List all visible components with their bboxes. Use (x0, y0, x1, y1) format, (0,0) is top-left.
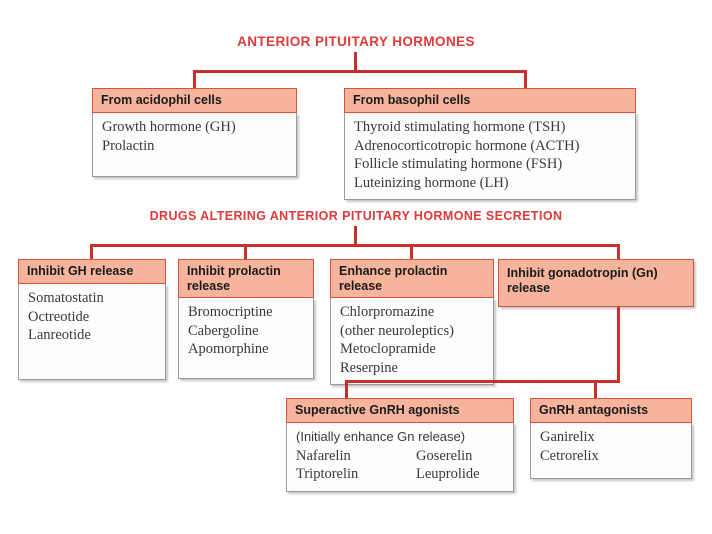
list-item: Chlorpromazine (340, 304, 435, 320)
list-item: Prolactin (102, 137, 155, 154)
page-title-anterior-pituitary-hormones: ANTERIOR PITUITARY HORMONES (237, 34, 475, 49)
connector-bus-title2 (90, 244, 620, 247)
connector-leg-acidophil (193, 70, 196, 90)
connector-stem-title1 (354, 52, 357, 72)
connector-bus-title1 (193, 70, 527, 73)
list-item: Ganirelix (540, 429, 595, 445)
list-item: Reserpine (340, 359, 398, 376)
box-header-inhibit-gh: Inhibit GH release (18, 259, 166, 284)
list-item: Octreotide (28, 308, 90, 325)
connector-stem-gonadotropin (617, 307, 620, 380)
box-from-acidophil-cells: From acidophil cells Growth hormone (GH)… (92, 88, 297, 177)
box-enhance-prolactin-release: Enhance prolactin release Chlorpromazine… (330, 259, 494, 385)
table-row: Triptorelin Leuprolide (296, 465, 505, 484)
connector-leg-gnrh-antagonists (594, 380, 597, 400)
box-superactive-gnrh-agonists: Superactive GnRH agonists (Initially enh… (286, 398, 514, 492)
list-item: Metoclopramide (340, 341, 436, 357)
list-item: Follicle stimulating hormone (FSH) (354, 156, 563, 172)
connector-bus-gnrh (345, 380, 620, 383)
box-inhibit-gh-release: Inhibit GH release Somatostatin Octreoti… (18, 259, 166, 380)
list-item: Somatostatin (28, 290, 104, 306)
box-body-gnrh-agonists: (Initially enhance Gn release) Nafarelin… (286, 423, 514, 492)
box-header-basophil: From basophil cells (344, 88, 636, 113)
list-item: Luteinizing hormone (LH) (354, 174, 509, 191)
box-body-inhibit-prolactin: Bromocriptine Cabergoline Apomorphine (178, 298, 314, 379)
gnrh-agonists-note: (Initially enhance Gn release) (296, 429, 466, 444)
table-row: Nafarelin Goserelin (296, 447, 505, 466)
list-item: Triptorelin (296, 466, 359, 482)
list-item: Nafarelin (296, 447, 351, 464)
list-item: Apomorphine (188, 341, 269, 357)
list-item: Thyroid stimulating hormone (TSH) (354, 119, 566, 135)
list-item: Leuprolide (416, 466, 480, 482)
box-body-acidophil: Growth hormone (GH) Prolactin (92, 113, 297, 177)
list-item: Lanreotide (28, 327, 91, 343)
box-header-enhance-prolactin: Enhance prolactin release (330, 259, 494, 298)
connector-leg-gnrh-agonists (345, 380, 348, 400)
list-item: Cetrorelix (540, 447, 599, 464)
list-item: Growth hormone (GH) (102, 119, 236, 135)
box-header-inhibit-gonadotropin: Inhibit gonadotropin (Gn) release (498, 259, 694, 307)
box-inhibit-gonadotropin-release: Inhibit gonadotropin (Gn) release (498, 259, 694, 307)
list-item: (other neuroleptics) (340, 322, 454, 339)
box-inhibit-prolactin-release: Inhibit prolactin release Bromocriptine … (178, 259, 314, 379)
connector-leg-inhibit-gh (90, 244, 93, 261)
box-header-gnrh-agonists: Superactive GnRH agonists (286, 398, 514, 423)
box-body-gnrh-antagonists: Ganirelix Cetrorelix (530, 423, 692, 479)
box-header-inhibit-prolactin: Inhibit prolactin release (178, 259, 314, 298)
connector-leg-basophil (524, 70, 527, 90)
list-item: Goserelin (416, 447, 473, 464)
box-from-basophil-cells: From basophil cells Thyroid stimulating … (344, 88, 636, 200)
box-body-basophil: Thyroid stimulating hormone (TSH) Adreno… (344, 113, 636, 200)
list-item: Cabergoline (188, 322, 259, 339)
connector-stem-title2 (354, 226, 357, 246)
box-gnrh-antagonists: GnRH antagonists Ganirelix Cetrorelix (530, 398, 692, 479)
box-header-gnrh-antagonists: GnRH antagonists (530, 398, 692, 423)
connector-leg-inhibit-prolactin (244, 244, 247, 261)
connector-leg-inhibit-gonadotropin (617, 244, 620, 261)
box-body-enhance-prolactin: Chlorpromazine (other neuroleptics) Meto… (330, 298, 494, 385)
list-item: Bromocriptine (188, 304, 273, 320)
connector-leg-enhance-prolactin (410, 244, 413, 261)
list-item: Adrenocorticotropic hormone (ACTH) (354, 137, 580, 154)
section-title-drugs-altering-secretion: DRUGS ALTERING ANTERIOR PITUITARY HORMON… (149, 209, 563, 223)
box-body-inhibit-gh: Somatostatin Octreotide Lanreotide (18, 284, 166, 380)
box-header-acidophil: From acidophil cells (92, 88, 297, 113)
